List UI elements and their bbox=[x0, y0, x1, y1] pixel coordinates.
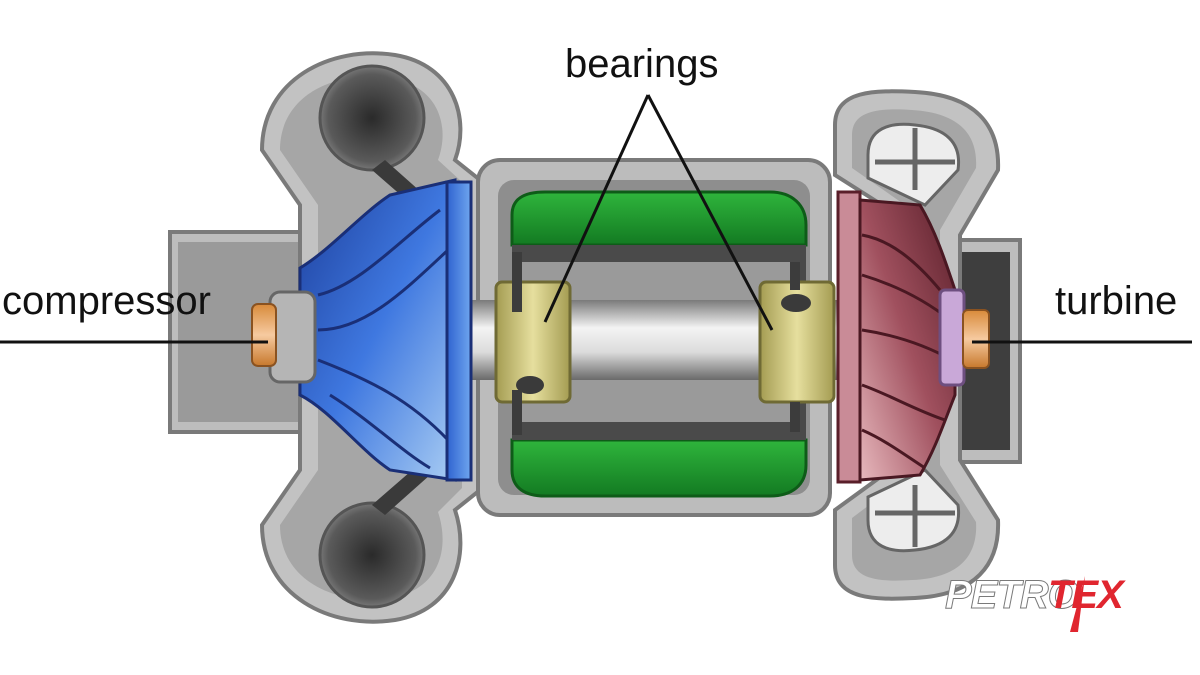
oil-passage-bottom bbox=[510, 438, 808, 498]
bearings-leader-line-right bbox=[646, 94, 774, 331]
turbine-wheel bbox=[836, 190, 990, 484]
bearings-leader-line-left bbox=[543, 94, 650, 323]
compressor-label: compressor bbox=[2, 279, 211, 323]
logo-text-right: TEX bbox=[1048, 573, 1126, 617]
compressor-wheel bbox=[251, 178, 473, 482]
compressor-nut bbox=[251, 303, 277, 367]
logo-text-left: PETRO bbox=[945, 573, 1079, 617]
bearing-housing bbox=[300, 158, 960, 517]
turbine-nut bbox=[962, 309, 990, 369]
leader-lines bbox=[0, 94, 1192, 344]
oil-passage-top bbox=[510, 190, 808, 247]
bearings-label: bearings bbox=[565, 42, 718, 86]
turbine-label: turbine bbox=[1055, 279, 1177, 323]
logo-slash-mark bbox=[1070, 576, 1085, 632]
petrotex-logo: PETRO TEX bbox=[945, 573, 1127, 632]
